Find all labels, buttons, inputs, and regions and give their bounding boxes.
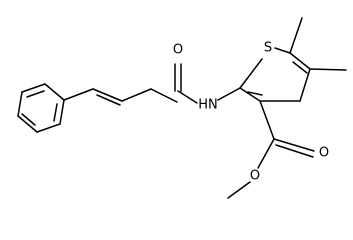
nitrogen-atom-label: HN [198, 98, 218, 113]
methyl-bond-right [309, 68, 347, 71]
phenyl-ring [17, 83, 65, 133]
sulfur-atom-label: S [264, 41, 272, 56]
methyl-bond-top [289, 17, 303, 54]
n-to-ring-bond [217, 87, 241, 101]
chemical-structure-diagram: S O HN O O [17, 17, 347, 199]
methyl-ester [227, 100, 315, 199]
amide-oxygen-label: O [173, 43, 183, 58]
amide-carbonyl [174, 63, 198, 104]
ester-carbonyl-oxygen-label: O [319, 146, 329, 161]
vinyl-linker [63, 88, 178, 106]
thiophene-ring [239, 47, 311, 102]
ester-oxygen-label: O [250, 169, 260, 184]
